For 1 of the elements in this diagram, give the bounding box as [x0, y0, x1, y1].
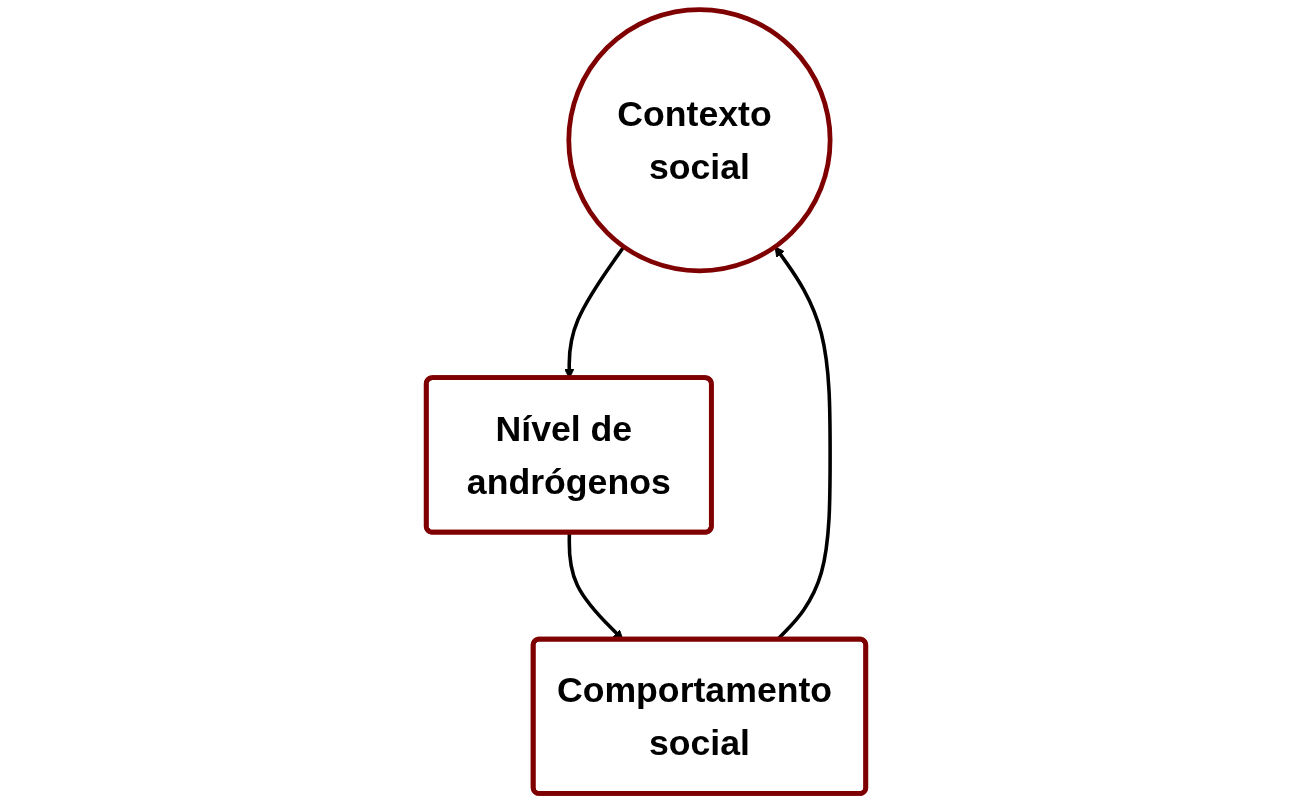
- node-circle: Contexto social: [566, 7, 833, 274]
